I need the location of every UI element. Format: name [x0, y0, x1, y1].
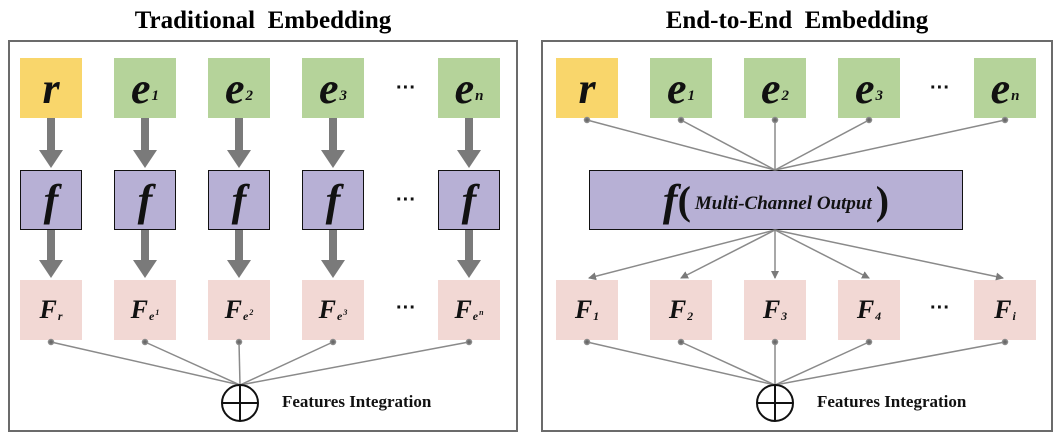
right-integration-icon — [756, 384, 794, 422]
left-panel-frame — [8, 40, 518, 432]
feature-subsubscript: 3 — [343, 307, 348, 317]
feature-label: F — [762, 295, 781, 324]
input-e-label: e — [318, 63, 339, 113]
input-r-box: r — [20, 58, 82, 118]
feature-label: F — [224, 295, 242, 324]
input-r-label: r — [42, 63, 60, 113]
feature-subscript: e — [149, 308, 155, 323]
feature-subscript: r — [57, 308, 63, 323]
feature-label: F — [454, 295, 472, 324]
feature-label: F — [574, 295, 593, 324]
feature-subscript: i — [1012, 308, 1016, 323]
function-box: f — [208, 170, 270, 230]
left-panel-title: Traditional Embedding — [134, 7, 392, 34]
function-label: f — [137, 175, 153, 225]
function-label: f — [43, 175, 59, 225]
input-ellipsis: ··· — [396, 77, 416, 99]
left-integration-label: Features Integration — [282, 392, 432, 411]
input-subscript: 2 — [245, 87, 254, 104]
feature-ellipsis: ··· — [930, 297, 950, 319]
function-box: f — [438, 170, 500, 230]
feature-label: F — [994, 295, 1012, 324]
feature-subscript: 1 — [593, 308, 600, 323]
input-subscript: n — [475, 87, 484, 104]
left-thick-arrows-top — [39, 118, 481, 168]
input-e-label: e — [990, 63, 1011, 113]
feature-label: F — [130, 295, 148, 324]
multi-channel-function-box: f ( Multi-Channel Output ) — [589, 170, 963, 230]
input-e-label: e — [854, 63, 875, 113]
left-integration-lines — [47, 338, 473, 386]
function-box: f — [114, 170, 176, 230]
function-label: f — [231, 175, 247, 225]
input-e-label: e — [760, 63, 781, 113]
input-subscript: 2 — [781, 87, 790, 104]
input-e-label: e — [666, 63, 687, 113]
input-e-label: e — [130, 63, 151, 113]
input-subscript: n — [1011, 87, 1020, 104]
feature-subsubscript: 2 — [249, 307, 254, 317]
function-label: f — [325, 175, 341, 225]
right-input-lines — [583, 116, 1009, 171]
feature-subscript: 3 — [781, 308, 788, 323]
right-panel-title: End-to-End Embedding — [665, 7, 929, 34]
input-ellipsis: ··· — [930, 77, 950, 99]
input-subscript: 3 — [875, 87, 884, 104]
feature-label: F — [668, 295, 687, 324]
right-integration-lines — [583, 338, 1009, 386]
feature-subscript: e — [243, 308, 249, 323]
input-r-box: r — [556, 58, 618, 118]
function-label: f — [461, 175, 477, 225]
open-paren: ( — [677, 177, 691, 223]
feature-label: F — [39, 295, 57, 324]
left-thick-arrows-bottom — [39, 230, 481, 278]
function-ellipsis: ··· — [396, 189, 416, 211]
input-e-label: e — [454, 63, 475, 113]
feature-subscript: 2 — [687, 308, 694, 323]
feature-subsubscript: n — [479, 307, 484, 317]
feature-ellipsis: ··· — [396, 297, 416, 319]
feature-subsubscript: 1 — [155, 307, 160, 317]
right-panel-frame — [541, 40, 1053, 432]
input-r-label: r — [578, 63, 596, 113]
left-integration-icon — [221, 384, 259, 422]
feature-subscript: 4 — [875, 308, 882, 323]
input-e-label: e — [224, 63, 245, 113]
function-label: f — [662, 175, 678, 225]
feature-subscript: e — [472, 308, 479, 323]
input-subscript: 1 — [151, 87, 160, 104]
feature-label: F — [856, 295, 875, 324]
multi-channel-text: Multi-Channel Output — [694, 193, 872, 214]
right-output-arrows — [588, 229, 1004, 281]
function-box: f — [20, 170, 82, 230]
input-subscript: 3 — [339, 87, 348, 104]
right-integration-label: Features Integration — [817, 392, 967, 411]
feature-subscript: e — [337, 308, 343, 323]
function-box: f — [302, 170, 364, 230]
close-paren: ) — [875, 177, 890, 223]
input-subscript: 1 — [687, 87, 696, 104]
feature-label: F — [318, 295, 336, 324]
